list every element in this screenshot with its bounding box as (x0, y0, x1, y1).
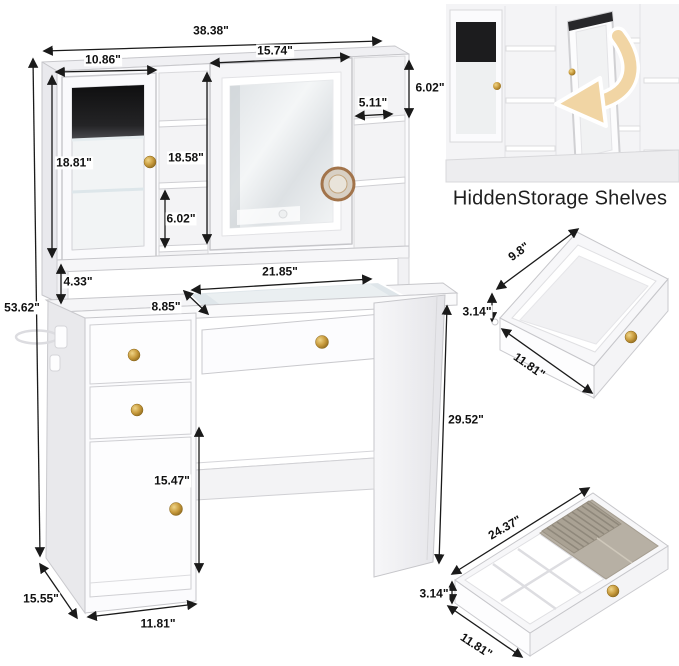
open-door-knob (568, 68, 576, 76)
dim-glass-depth-label: 8.85" (150, 299, 182, 314)
dim-odrawer-depth-line (446, 605, 524, 658)
middle-shelf-column (158, 70, 209, 260)
top-drawer-detail (486, 228, 669, 400)
shelf-board (505, 145, 556, 152)
hook-lower (49, 354, 61, 372)
dim-desk-height-line (434, 304, 452, 565)
detail-dark-glass (456, 22, 496, 62)
dim-mirror-width-line (209, 52, 351, 68)
dim-left-cabinet-width-line (54, 64, 158, 78)
felt-divider (596, 537, 633, 564)
pedestal-drawer-1 (89, 319, 192, 385)
dim-mirror-width-label: 15.74" (256, 43, 294, 58)
shelf-board (505, 45, 556, 52)
odrawer-knob (606, 584, 620, 598)
dim-mid-shelf-height-label: 18.58" (167, 150, 205, 165)
pedestal-door-knob (169, 502, 183, 516)
cabinet-knob (143, 155, 157, 169)
dim-overall-height-label: 53.62" (3, 300, 41, 315)
dim-right-top-height-label: 6.02" (414, 80, 446, 95)
pedestal-door (89, 436, 192, 598)
dim-mid-lower-height-label: 6.02" (165, 211, 197, 226)
dim-left-cabinet-height-label: 18.81" (55, 155, 93, 170)
dim-desk-height-label: 29.52" (447, 412, 485, 427)
big-drawer-front (201, 313, 382, 375)
dim-tdrawer-width-line (495, 228, 580, 290)
dim-odrawer-length-line (450, 487, 591, 575)
right-side-panel (373, 294, 446, 578)
led-mirror-door (209, 57, 356, 251)
glass-door-cabinet (61, 72, 157, 263)
dim-tdrawer-depth-line (500, 328, 594, 394)
vanity-hutch (41, 45, 410, 305)
big-drawer-knob (315, 335, 329, 349)
pedestal-door-seam (89, 574, 192, 584)
dim-open-shelf-height-label: 4.33" (62, 274, 94, 289)
swing-arrow (554, 26, 640, 128)
middle-shelf-1 (158, 118, 209, 128)
odrawer-dims (446, 487, 591, 658)
hidden-storage-caption: HiddenStorage Shelves (452, 187, 668, 210)
magnifier-mirror-inner (328, 174, 348, 194)
dim-top-drawer-height-label: 3.14" (461, 304, 493, 319)
cabinet-dark-interior (72, 85, 144, 139)
open-door-top-edge (568, 12, 613, 31)
tdrawer-roller (491, 318, 499, 326)
dim-organizer-height-label: 3.14" (418, 586, 450, 601)
dim-glass-width-label: 21.85" (261, 264, 299, 279)
glass-shelf-line-1 (71, 135, 145, 142)
shelf-board (505, 97, 556, 104)
dimension-lines (27, 36, 452, 622)
dim-overall-width-line (42, 36, 383, 56)
hook-bracket (54, 325, 68, 349)
shelf-board (643, 77, 679, 84)
middle-shelf-3 (158, 243, 209, 253)
organizer-drawer-detail (446, 487, 669, 658)
mirror-glass (229, 79, 334, 229)
right-shelf-column (353, 55, 406, 249)
detail-door-knob (493, 82, 501, 90)
pedestal-drawer-1-knob (127, 348, 141, 362)
tdrawer-knob (624, 330, 638, 344)
dim-glass-width-line (190, 274, 373, 295)
dim-right-shelf-depth-label: 5.11" (357, 95, 389, 110)
dim-overall-depth-label: 15.55" (22, 591, 60, 606)
glass-shelf-line-2 (71, 187, 145, 194)
dim-pedestal-width-line (86, 599, 198, 622)
detail-glass-lower (456, 62, 496, 134)
dim-left-cabinet-width-label: 10.86" (84, 52, 122, 67)
desk-base (14, 294, 446, 615)
mirror-edge-shadow (230, 85, 240, 228)
middle-shelf-2 (158, 180, 209, 190)
side-hooks (14, 325, 68, 372)
dim-glass-depth-line (182, 289, 210, 316)
dim-pedestal-width-label: 11.81" (139, 616, 177, 631)
pedestal-drawer-2-knob (130, 403, 144, 417)
dim-door-height-label: 15.47" (153, 473, 191, 488)
swing-arrow-head (554, 76, 608, 128)
detail-desktop-band (445, 149, 679, 183)
hidden-storage-detail (445, 4, 679, 183)
dim-overall-width-label: 38.38" (192, 23, 230, 38)
mirror-touch-button (278, 209, 288, 219)
dim-overall-depth-line (39, 562, 78, 620)
swing-arrow-body (592, 30, 637, 108)
stripe (586, 502, 620, 526)
hutch-left-side (41, 61, 58, 303)
dim-right-shelf-depth-line (354, 109, 394, 121)
